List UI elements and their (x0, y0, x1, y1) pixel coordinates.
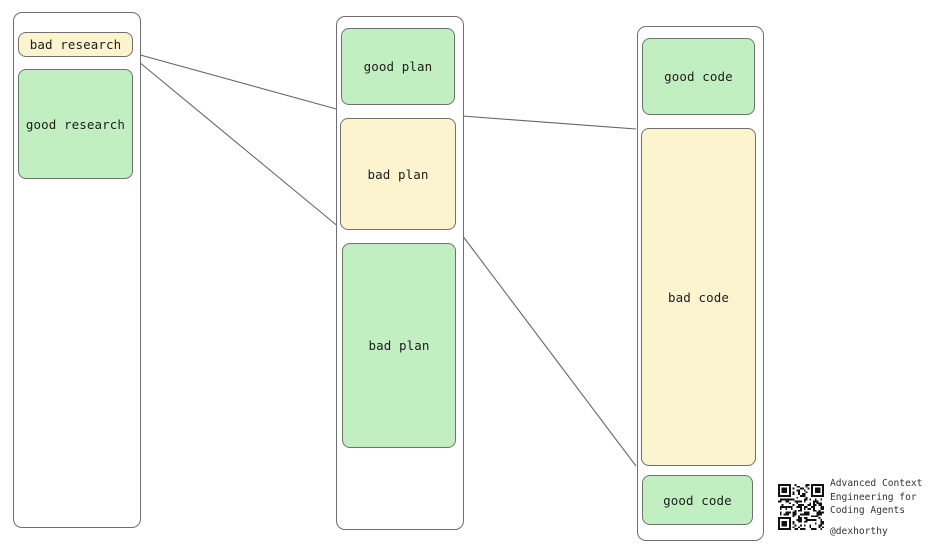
credit-line-2: Engineering for (830, 491, 917, 503)
bad-research-box: bad research (18, 32, 133, 57)
bad-plan-label: bad plan (367, 166, 429, 182)
bad-code-box: bad code (641, 128, 756, 466)
bad-plan-green-box: bad plan (342, 243, 456, 448)
good-plan-box: good plan (341, 28, 455, 105)
bad-plan-box: bad plan (340, 118, 456, 230)
bad-code-label: bad code (667, 289, 729, 305)
qr-code-icon (778, 484, 824, 530)
good-code-top-label: good code (664, 69, 733, 84)
good-code-bottom-box: good code (642, 475, 753, 525)
bad-research-label: bad research (29, 37, 122, 52)
connector-research-to-plan-top (132, 52, 341, 111)
connector-research-to-plan-bottom (132, 56, 341, 229)
credit-line-3: Coding Agents (830, 505, 906, 516)
credit-line-1: Advanced Context (830, 478, 923, 489)
connector-plan-to-code-bottom (461, 234, 637, 467)
good-research-box: good research (18, 69, 133, 179)
credit-handle: @dexhorthy (830, 525, 888, 537)
credit-block: Advanced Context Engineering for Coding … (830, 477, 922, 538)
connector-plan-to-code-top (461, 115, 637, 130)
good-code-top-box: good code (642, 38, 755, 115)
bad-plan-green-label: bad plan (368, 338, 430, 353)
good-code-bottom-label: good code (663, 492, 732, 508)
good-research-label: good research (25, 116, 126, 132)
good-plan-label: good plan (363, 59, 433, 74)
